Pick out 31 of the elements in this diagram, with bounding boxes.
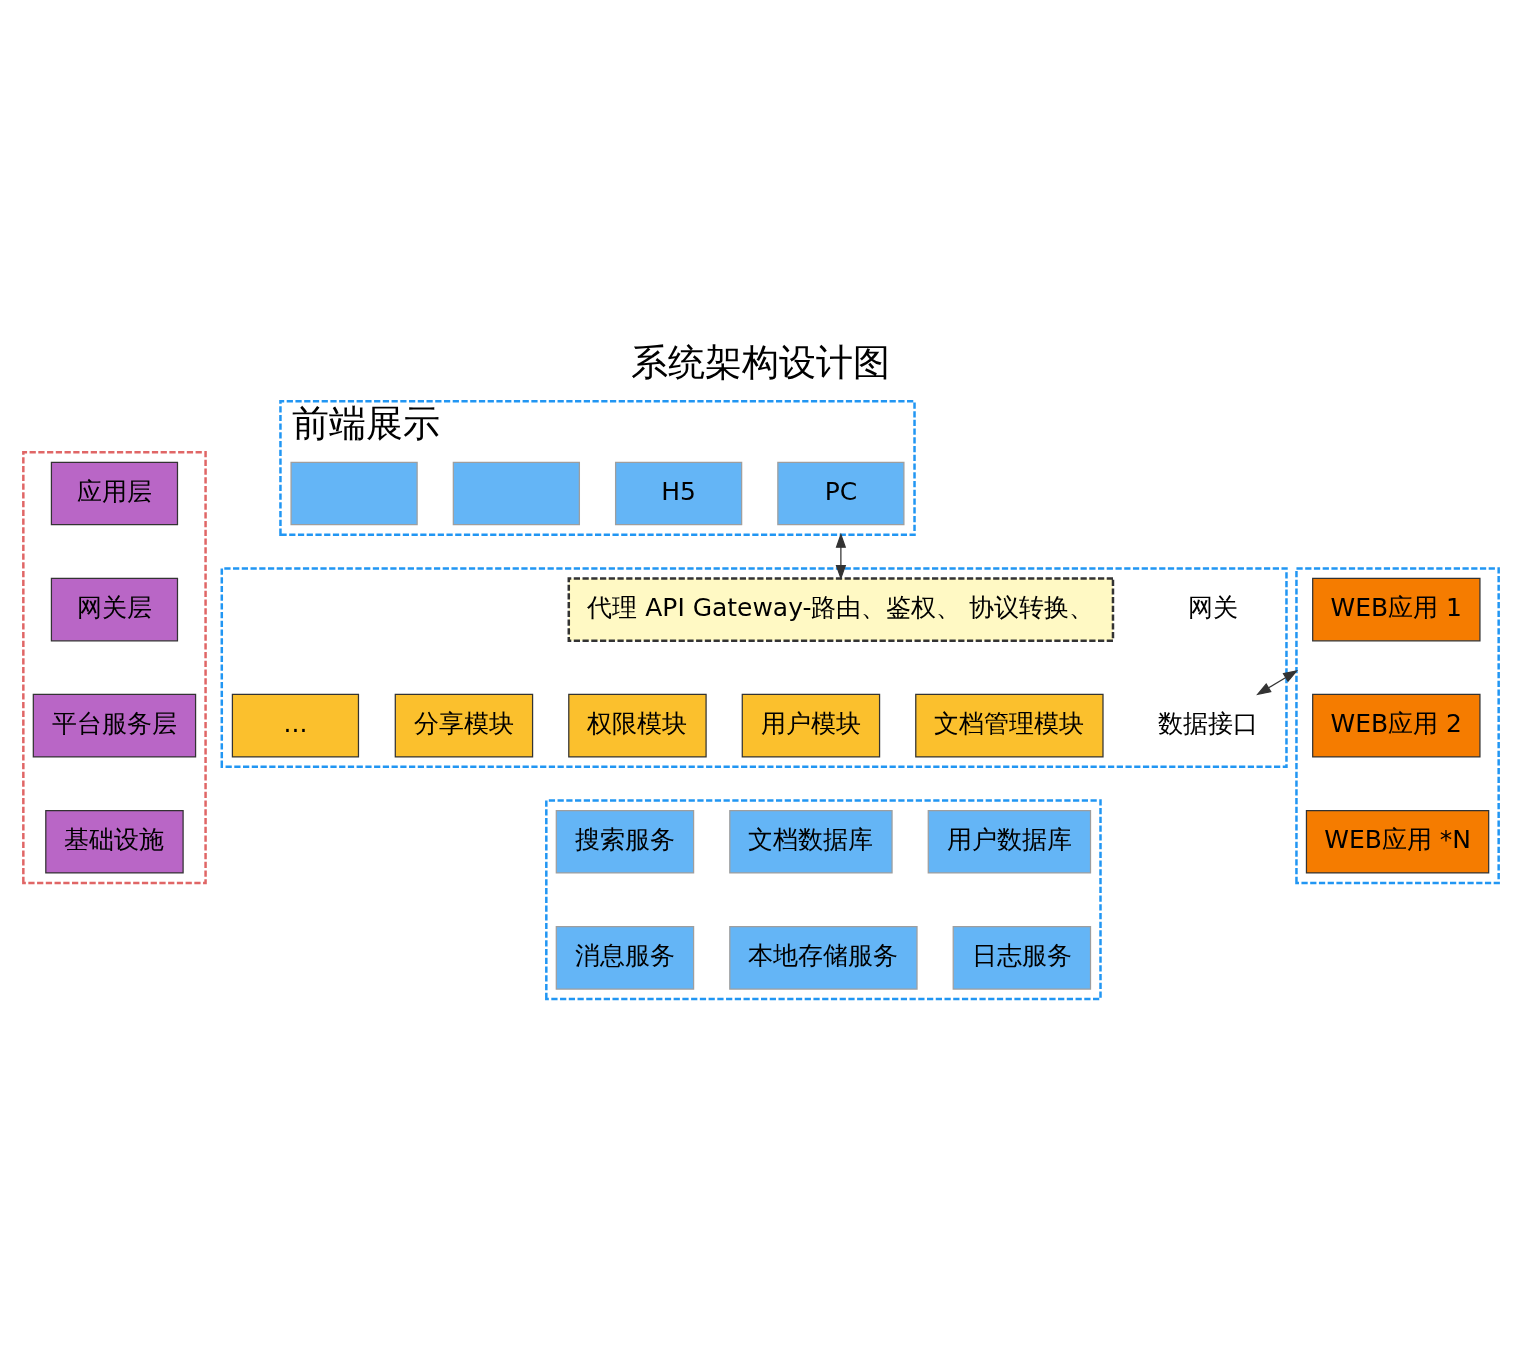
node-box: WEB应用 *N <box>1305 809 1490 874</box>
diagram-title: 系统架构设计图 <box>631 339 891 384</box>
node-box: 代理 API Gateway-路由、鉴权、 协议转换、 <box>567 576 1115 642</box>
node-box: WEB应用 1 <box>1312 577 1481 641</box>
node-box: ... <box>231 693 360 757</box>
node-box: 基础设施 <box>45 809 184 874</box>
cluster <box>545 798 1102 1000</box>
node-box: 文档数据库 <box>729 809 893 874</box>
node-label: 网关 <box>1187 592 1238 622</box>
node-box: 日志服务 <box>952 925 1092 990</box>
node-box: 用户数据库 <box>927 809 1092 874</box>
arrow <box>1256 669 1299 695</box>
node-box <box>290 461 418 525</box>
node-box: 网关层 <box>50 577 179 641</box>
node-box: 本地存储服务 <box>729 925 918 990</box>
node-box: 应用层 <box>50 461 179 525</box>
node-box: PC <box>777 461 905 525</box>
node-box: 分享模块 <box>394 693 534 757</box>
node-box: 用户模块 <box>741 693 881 757</box>
node-box: 权限模块 <box>568 693 707 757</box>
node-box: H5 <box>614 461 743 525</box>
node-box <box>452 461 580 525</box>
node-box: 平台服务层 <box>32 693 197 757</box>
node-box: 文档管理模块 <box>915 693 1104 757</box>
node-box: 消息服务 <box>555 925 695 990</box>
arrow <box>835 532 847 580</box>
cluster <box>22 450 207 884</box>
node-box: WEB应用 2 <box>1312 693 1481 757</box>
node-text: 数据接口 <box>1157 708 1258 738</box>
node-box: 搜索服务 <box>555 809 695 874</box>
cluster <box>1295 566 1500 884</box>
